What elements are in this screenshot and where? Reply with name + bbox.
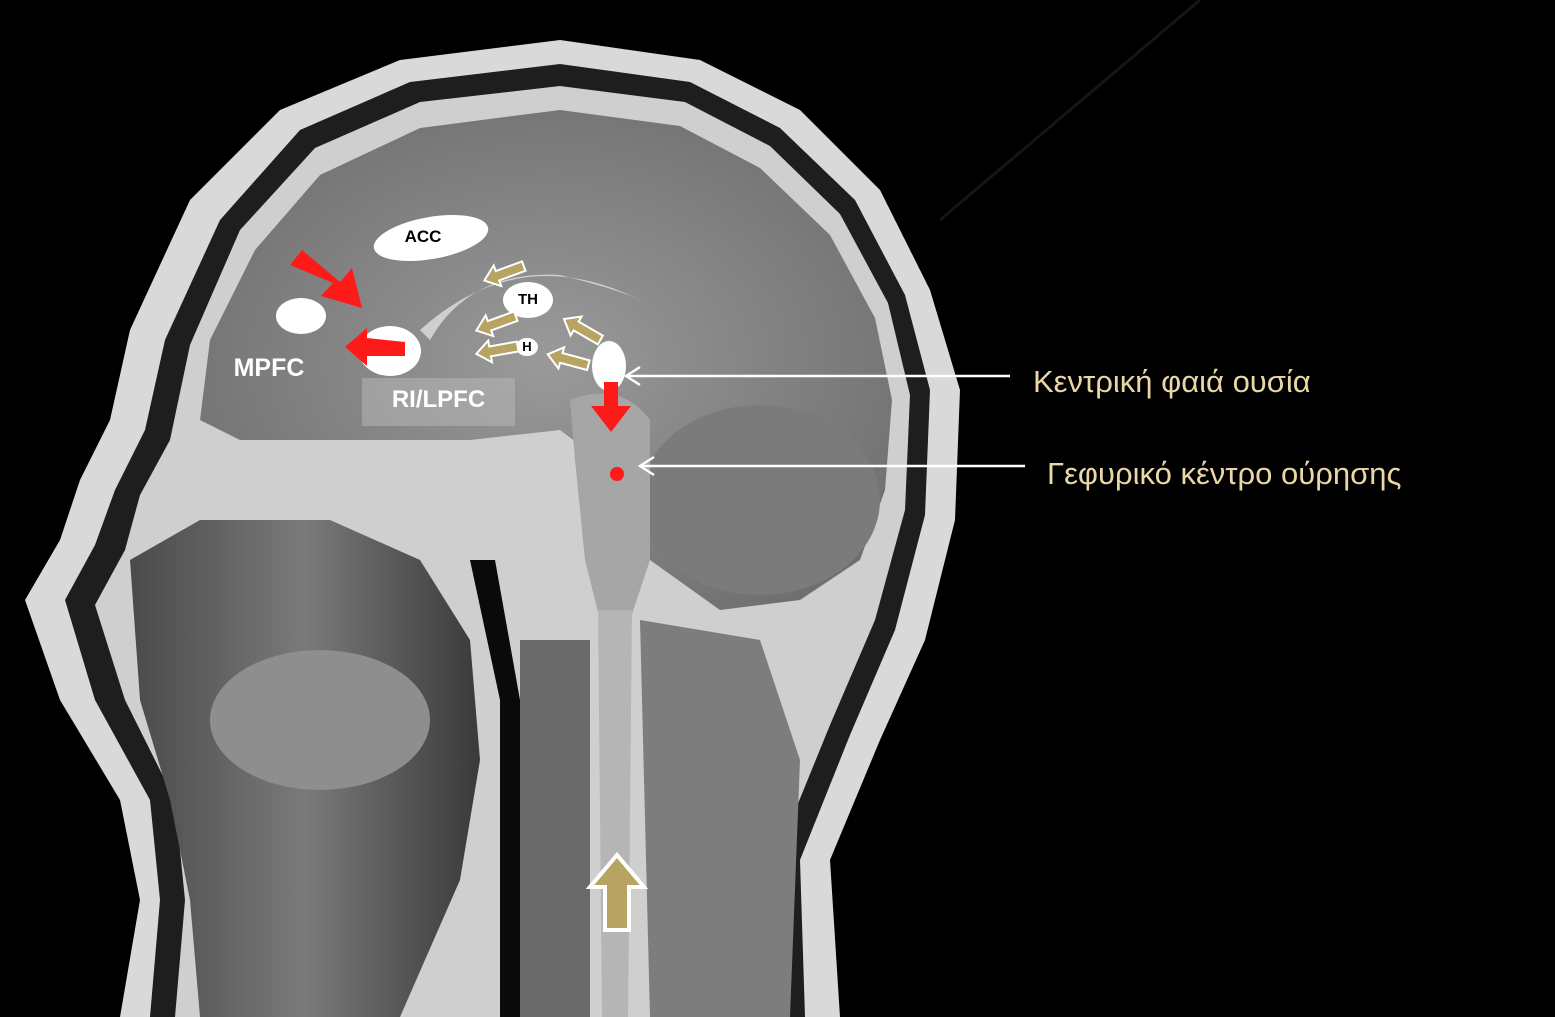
pag-callout-text: Κεντρική φαιά ουσία (1033, 366, 1311, 397)
pmc-red-dot (610, 467, 624, 481)
cervical-spine (520, 640, 590, 1017)
pmc-callout-text: Γεφυρικό κέντρο ούρησης (1047, 458, 1401, 489)
cerebellum (640, 405, 880, 595)
acc-label: ACC (393, 228, 453, 245)
mpfc-label: MPFC (222, 356, 316, 381)
tongue (210, 650, 430, 790)
scan-artifact-line (940, 0, 1200, 220)
h-label: H (518, 340, 536, 353)
th-label: TH (506, 292, 550, 307)
mpfc-region-shape (276, 298, 326, 334)
spinal-cord (598, 610, 632, 1017)
rilpfc-label: RI/LPFC (362, 388, 515, 412)
